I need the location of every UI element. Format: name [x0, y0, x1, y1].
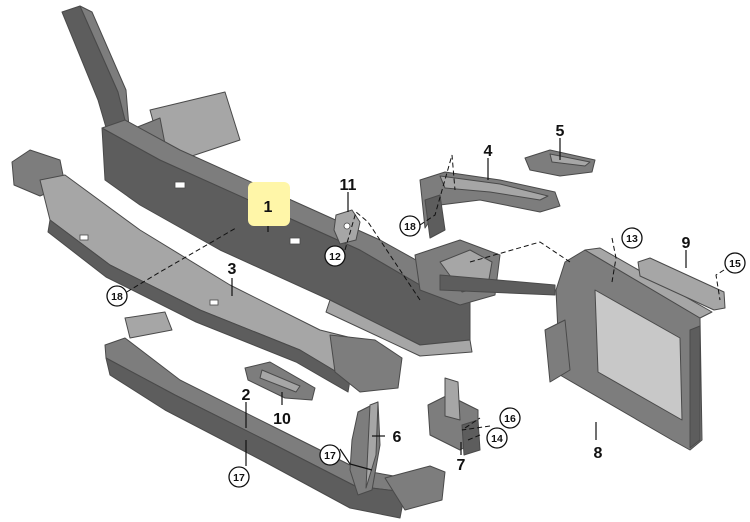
part-4-bracket	[419, 171, 561, 239]
svg-text:15: 15	[729, 258, 741, 270]
circled-label-17-upper: 17	[319, 444, 341, 466]
part-10-bracket	[244, 361, 316, 401]
labels: 1 2 3 4 5 6 7 8 9 10 11	[228, 123, 691, 474]
svg-text:18: 18	[404, 221, 416, 233]
label-8: 8	[594, 445, 603, 462]
label-5: 5	[556, 123, 565, 140]
svg-text:12: 12	[329, 251, 341, 263]
circled-labels: 12 13 14 15 16 17 17 18	[106, 215, 746, 488]
part-2-lower-beam	[104, 311, 446, 519]
circled-label-18-left: 18	[106, 285, 128, 307]
circled-label-12: 12	[324, 245, 346, 267]
circled-label-15: 15	[724, 252, 746, 274]
leader-lines	[231, 138, 687, 471]
label-4: 4	[484, 143, 493, 160]
label-6: 6	[393, 429, 402, 446]
part-7-bracket	[427, 377, 481, 456]
label-1-highlight	[248, 182, 290, 226]
dashed-lines	[119, 154, 725, 441]
label-3: 3	[228, 261, 237, 278]
svg-text:14: 14	[491, 433, 503, 445]
circled-label-16: 16	[499, 407, 521, 429]
part-11-clip	[333, 209, 361, 245]
circled-label-13: 13	[621, 227, 643, 249]
svg-text:16: 16	[504, 413, 516, 425]
circled-label-14: 14	[486, 427, 508, 449]
svg-text:18: 18	[111, 291, 123, 303]
svg-text:17: 17	[233, 472, 245, 484]
part-9-strip	[637, 257, 726, 311]
label-2: 2	[242, 387, 251, 404]
svg-text:17: 17	[324, 450, 336, 462]
svg-text:13: 13	[626, 233, 638, 245]
label-1: 1	[264, 199, 273, 216]
part-8-frame	[544, 247, 713, 451]
label-10: 10	[273, 411, 291, 428]
circled-label-17-lower: 17	[228, 466, 250, 488]
label-9: 9	[682, 235, 691, 252]
label-11: 11	[340, 177, 357, 194]
circled-label-18-right: 18	[399, 215, 421, 237]
part-3-crossmember	[11, 149, 403, 393]
part-6-bracket	[349, 401, 381, 496]
label-7: 7	[457, 457, 466, 474]
